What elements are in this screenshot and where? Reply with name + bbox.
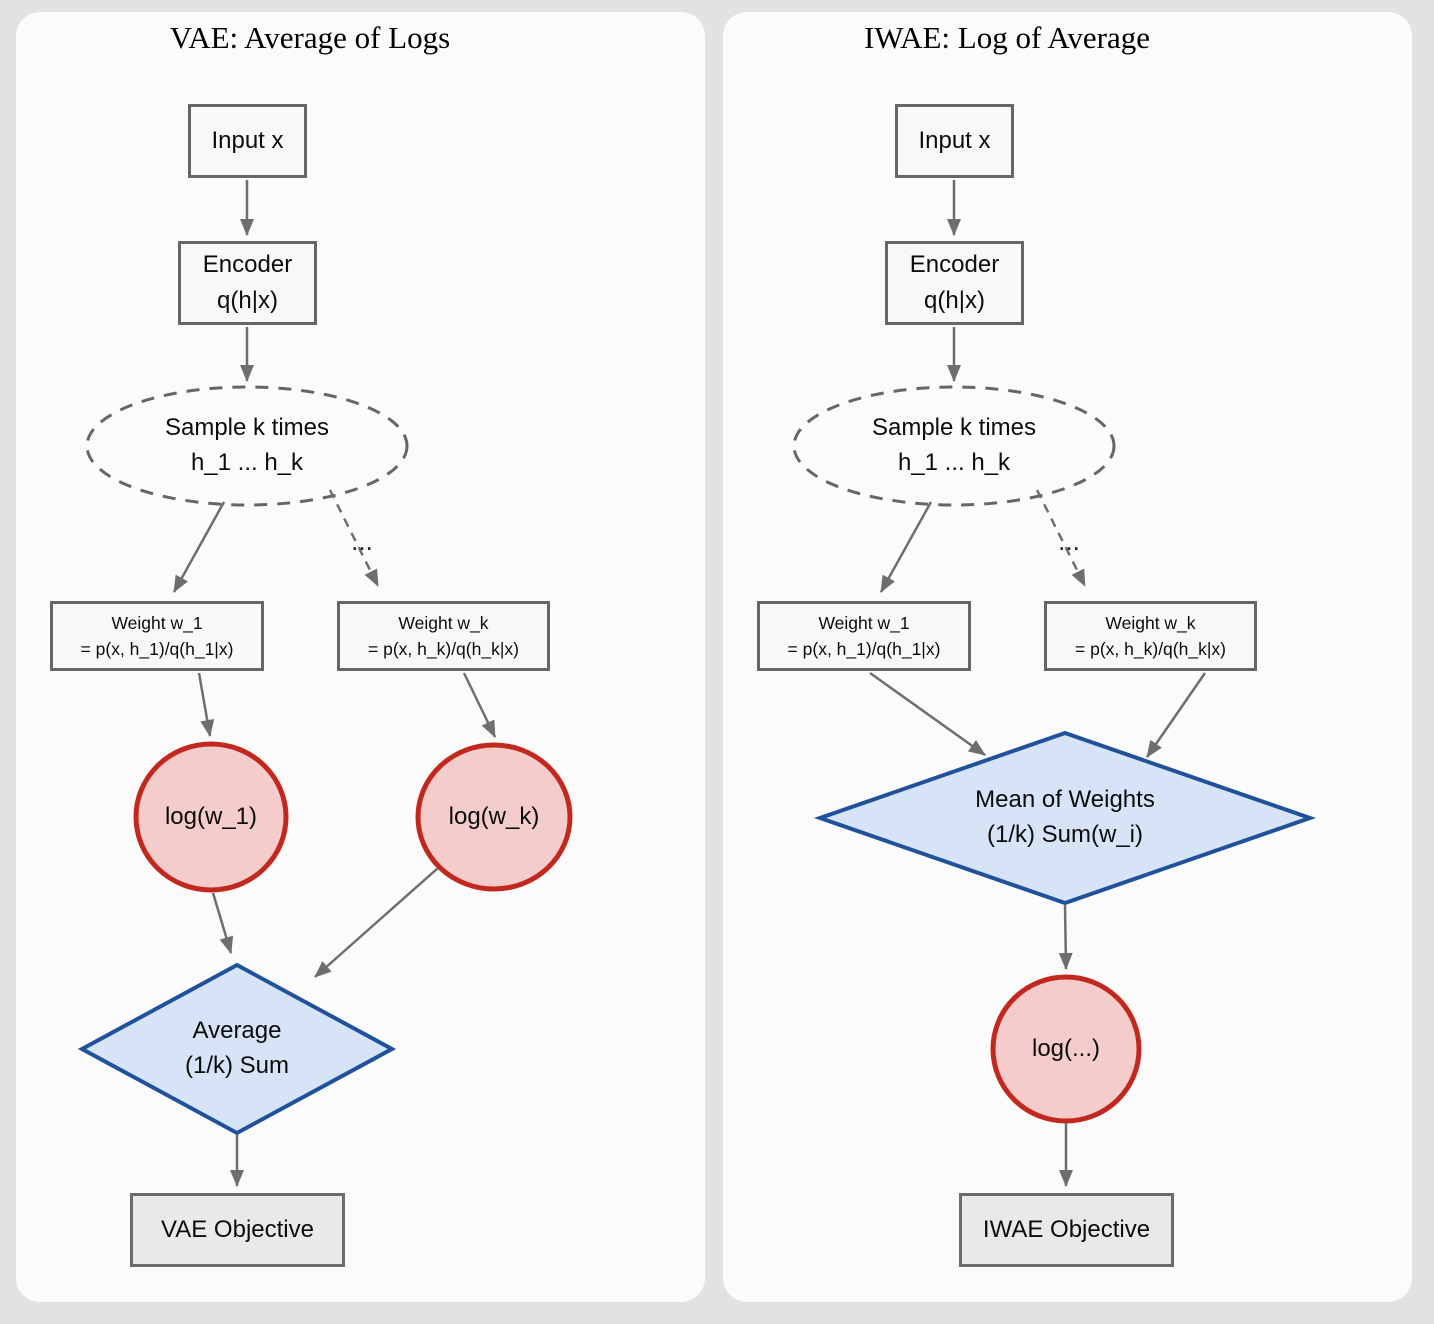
vae-weight1-line2: = p(x, h_1)/q(h_1|x): [80, 639, 234, 659]
vae-average-diamond: [77, 962, 397, 1136]
iwae-weightk-line2: = p(x, h_k)/q(h_k|x): [1075, 639, 1226, 659]
vae-log-w1-label: log(w_1): [164, 802, 258, 830]
iwae-arrow-weight1-to-diamond: [869, 671, 986, 757]
vae-encoder-line2: q(h|x): [217, 287, 278, 314]
vae-arrow-log1-to-diamond: [211, 892, 234, 954]
vae-arrow-sample-to-weightk-dashed: [328, 489, 380, 587]
iwae-encoder-line1: Encoder: [909, 251, 1000, 278]
vae-log-wk-circle: [415, 742, 573, 892]
vae-weight1-box: Weight w_1 = p(x, h_1)/q(h_1|x): [50, 601, 264, 671]
iwae-weightk-box: Weight w_k = p(x, h_k)/q(h_k|x): [1044, 601, 1257, 671]
iwae-log-circle: [990, 974, 1142, 1124]
vae-ellipsis-label: ...: [351, 525, 373, 556]
iwae-encoder-line2: q(h|x): [924, 287, 985, 314]
vae-arrow-weight1-to-log1: [197, 672, 215, 737]
iwae-sample-line2: h_1 ... h_k: [897, 449, 1011, 476]
iwae-panel-title: IWAE: Log of Average: [863, 20, 1151, 55]
vae-weight1-line1: Weight w_1: [111, 612, 203, 633]
vae-objective-box: VAE Objective: [130, 1193, 345, 1267]
iwae-encoder-box: Encoder q(h|x): [885, 241, 1024, 325]
iwae-arrow-diamond-to-log: [1058, 904, 1073, 970]
iwae-weight1-line1: Weight w_1: [818, 612, 910, 633]
vae-sample-line1: Sample k times: [164, 414, 330, 442]
vae-encoder-line1: Encoder: [202, 251, 293, 278]
vae-arrow-weightk-to-logk: [462, 672, 497, 738]
vae-input-label: Input x: [211, 127, 284, 154]
vae-objective-label: VAE Objective: [161, 1216, 314, 1243]
iwae-arrow-weightk-to-diamond: [1145, 672, 1207, 758]
vae-weightk-line1: Weight w_k: [398, 612, 489, 633]
vae-weightk-box: Weight w_k = p(x, h_k)/q(h_k|x): [337, 601, 550, 671]
iwae-diamond-line1: Mean of Weights: [975, 786, 1155, 814]
vae-log-wk-label: log(w_k): [448, 802, 540, 830]
iwae-sample-ellipse: [792, 385, 1116, 507]
iwae-arrow-sample-to-weight1: [879, 501, 933, 593]
vae-sample-line2: h_1 ... h_k: [190, 449, 304, 476]
iwae-weightk-line1: Weight w_k: [1105, 612, 1196, 633]
iwae-log-label: log(...): [1031, 1034, 1100, 1062]
vae-sample-label: Sample k times h_1 ... h_k: [87, 387, 407, 505]
iwae-objective-label: IWAE Objective: [982, 1216, 1151, 1243]
vae-weightk-line2: = p(x, h_k)/q(h_k|x): [368, 639, 519, 659]
iwae-weight1-line2: = p(x, h_1)/q(h_1|x): [787, 639, 941, 659]
vae-arrow-sample-to-weight1: [172, 501, 226, 593]
vae-diamond-label: Average (1/k) Sum: [117, 1003, 357, 1095]
iwae-input-label: Input x: [918, 127, 991, 154]
iwae-sample-line1: Sample k times: [871, 414, 1037, 442]
iwae-objective-box: IWAE Objective: [959, 1193, 1174, 1267]
vae-sample-ellipse: [85, 385, 409, 507]
vae-log-w1-circle: [133, 741, 289, 893]
iwae-arrow-sample-to-weightk-dashed: [1035, 489, 1087, 587]
vae-input-box: Input x: [188, 104, 307, 178]
iwae-input-box: Input x: [895, 104, 1014, 178]
vae-diamond-line2: (1/k) Sum: [184, 1052, 289, 1079]
vae-diamond-line1: Average: [192, 1017, 282, 1045]
iwae-mean-diamond: [813, 730, 1317, 906]
iwae-diamond-label: Mean of Weights (1/k) Sum(w_i): [945, 772, 1185, 864]
iwae-weight1-box: Weight w_1 = p(x, h_1)/q(h_1|x): [757, 601, 971, 671]
iwae-ellipsis-label: ...: [1058, 525, 1080, 556]
vae-panel-title: VAE: Average of Logs: [169, 20, 451, 55]
vae-encoder-box: Encoder q(h|x): [178, 241, 317, 325]
vae-arrow-logk-to-diamond: [314, 867, 439, 978]
iwae-diamond-line2: (1/k) Sum(w_i): [986, 821, 1143, 848]
iwae-sample-label: Sample k times h_1 ... h_k: [794, 387, 1114, 505]
